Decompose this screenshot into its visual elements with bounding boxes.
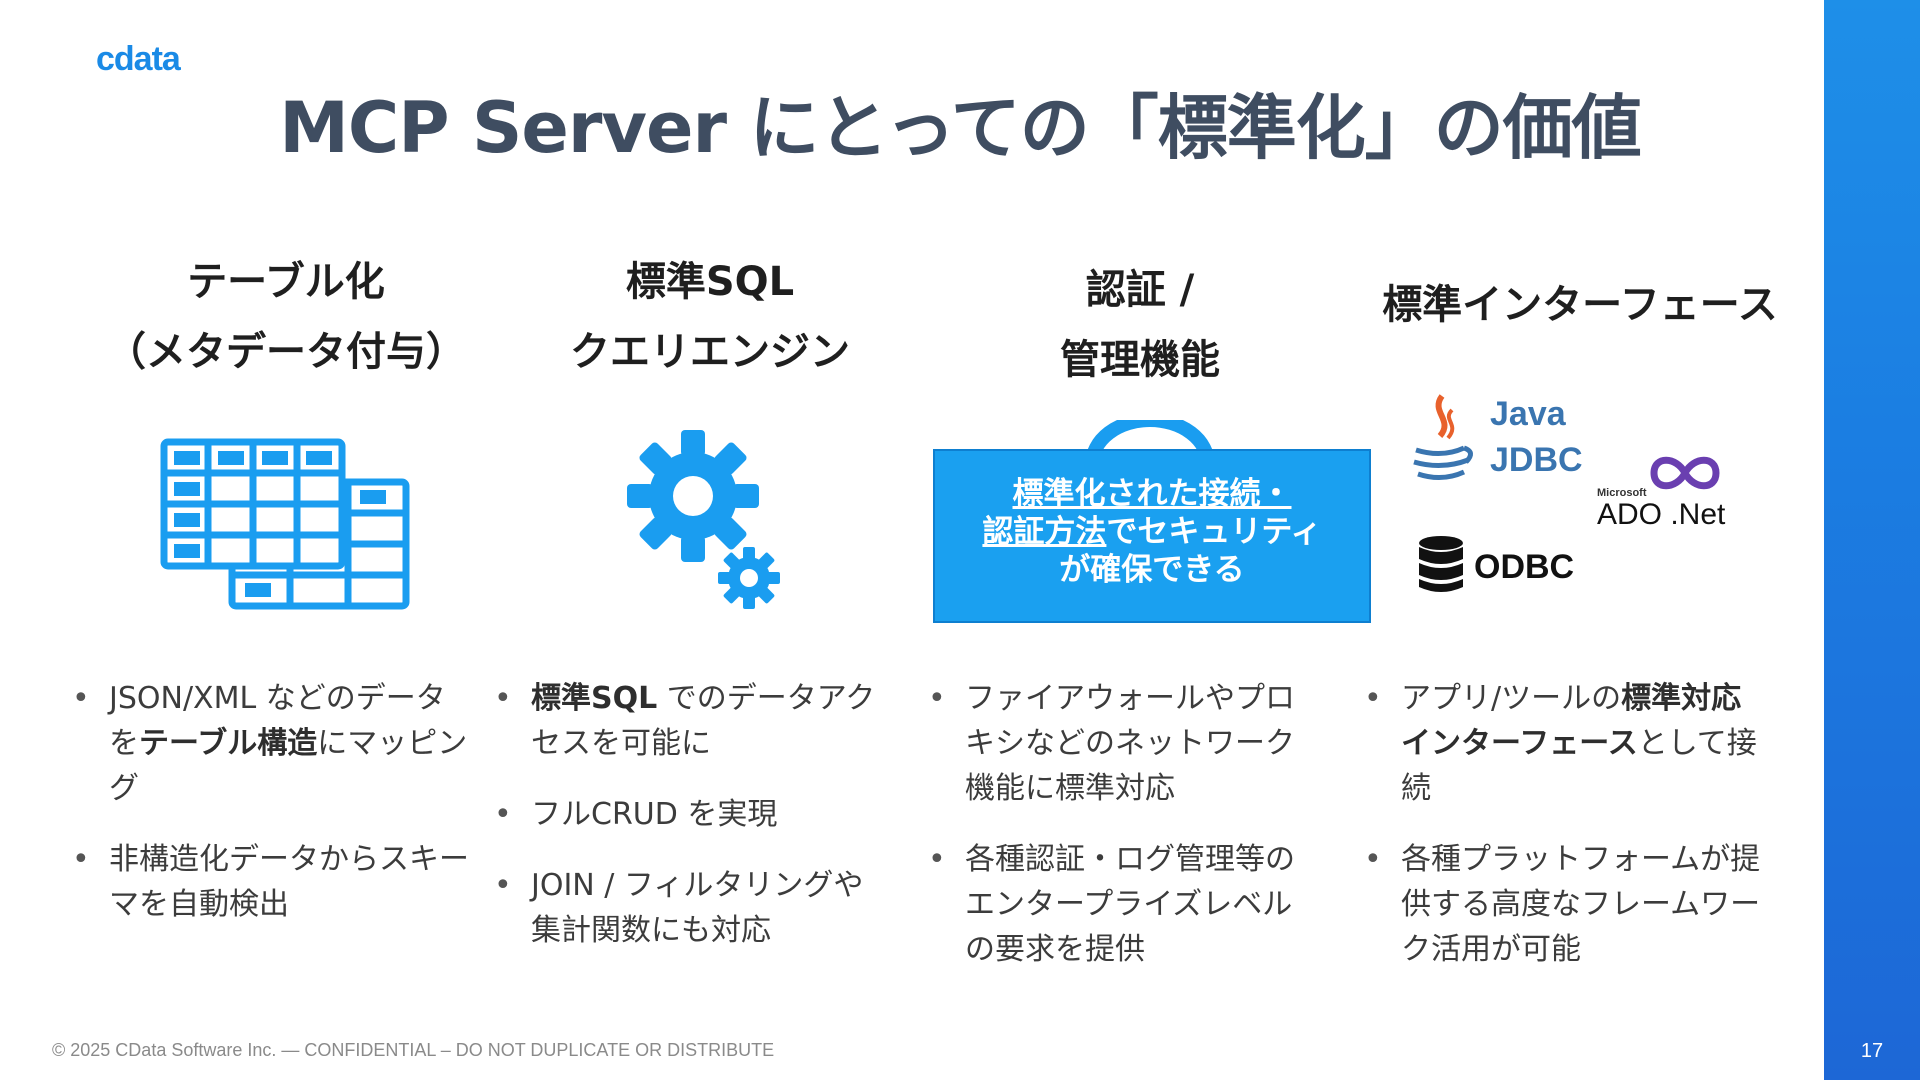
bullet-list-auth: ファイアウォールやプロキシなどのネットワーク機能に標準対応 各種認証・ログ管理等… — [928, 676, 1313, 998]
side-accent-bar — [1824, 0, 1920, 1080]
ado-net-label: ADO .Net — [1597, 498, 1726, 531]
callout-underlined-text: 認証方法 — [982, 514, 1107, 550]
list-item: JOIN / フィルタリングや集計関数にも対応 — [494, 863, 879, 953]
list-item: JSON/XML などのデータをテーブル構造にマッピング — [72, 676, 472, 811]
bullet-list-table: JSON/XML などのデータをテーブル構造にマッピング 非構造化データからスキ… — [72, 676, 472, 953]
list-item: 各種プラットフォームが提供する高度なフレームワーク活用が可能 — [1364, 837, 1769, 972]
heading-line: 管理機能 — [1060, 337, 1220, 383]
callout-line-3: が確保できる — [1059, 552, 1245, 588]
infinity-icon — [1648, 452, 1722, 494]
jdbc-label: JDBC — [1490, 441, 1583, 479]
microsoft-label: Microsoft — [1597, 487, 1647, 499]
heading-line: 認証 / — [1085, 267, 1195, 313]
list-item: 各種認証・ログ管理等のエンタープライズレベルの要求を提供 — [928, 837, 1313, 972]
heading-line: 標準SQL — [625, 259, 795, 305]
bullet-list-interface: アプリ/ツールの標準対応インターフェースとして接続 各種プラットフォームが提供す… — [1364, 676, 1769, 998]
list-item: 標準SQL でのデータアクセスを可能に — [494, 676, 879, 766]
bullet-list-sql: 標準SQL でのデータアクセスを可能に フルCRUD を実現 JOIN / フィ… — [494, 676, 879, 979]
callout-line-2: 認証方法でセキュリティ — [935, 513, 1369, 551]
lock-icon — [1080, 413, 1220, 480]
heading-line: クエリエンジン — [570, 329, 850, 375]
column-heading-interface: 標準インターフェース — [1370, 270, 1790, 340]
odbc-label: ODBC — [1474, 548, 1575, 586]
database-icon — [1418, 535, 1464, 595]
column-heading-sql: 標準SQL クエリエンジン — [520, 247, 900, 387]
cdata-logo: cdata — [96, 40, 181, 78]
heading-line: 標準インターフェース — [1382, 282, 1778, 328]
callout-text: でセキュリティ — [1106, 514, 1322, 550]
list-item: フルCRUD を実現 — [494, 792, 879, 837]
list-item: ファイアウォールやプロキシなどのネットワーク機能に標準対応 — [928, 676, 1313, 811]
callout-box: 標準化された接続・ 認証方法でセキュリティ が確保できる — [933, 449, 1371, 623]
java-label: Java — [1490, 395, 1566, 433]
column-heading-auth: 認証 / 管理機能 — [950, 255, 1330, 395]
heading-line: （メタデータ付与） — [106, 329, 466, 375]
gears-icon — [625, 428, 785, 613]
list-item: 非構造化データからスキーマを自動検出 — [72, 837, 472, 927]
java-icon — [1402, 392, 1482, 487]
page-number: 17 — [1860, 1040, 1884, 1062]
footer-copyright: © 2025 CData Software Inc. — CONFIDENTIA… — [52, 1040, 775, 1060]
callout-text: 標準化された接続・ — [1012, 476, 1292, 512]
table-icon — [160, 438, 415, 613]
list-item: アプリ/ツールの標準対応インターフェースとして接続 — [1364, 676, 1769, 811]
heading-line: テーブル化 — [187, 259, 385, 305]
column-heading-table: テーブル化 （メタデータ付与） — [96, 247, 476, 387]
page-title: MCP Server にとっての「標準化」の価値 — [279, 87, 1642, 169]
callout-line-1: 標準化された接続・ — [935, 475, 1369, 513]
